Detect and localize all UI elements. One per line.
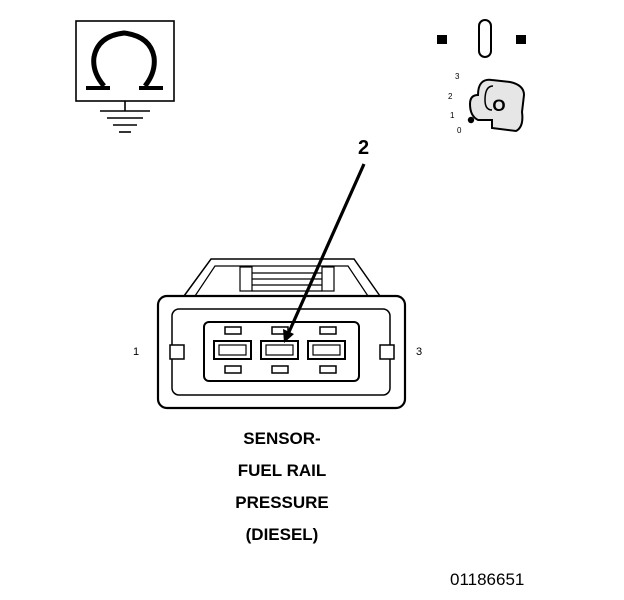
connector-lock-left <box>169 344 185 360</box>
three-pin-connector <box>156 258 407 410</box>
ignition-key-body <box>468 78 526 133</box>
caption-line-3: PRESSURE <box>235 493 329 512</box>
terminal-3 <box>307 326 346 374</box>
connector-shell <box>156 294 407 410</box>
terminal-2 <box>260 326 299 374</box>
callout-leader <box>283 163 366 343</box>
figure-number: 01186651 <box>450 570 525 589</box>
ohmmeter-ground-icon <box>75 20 175 133</box>
ignition-contact-left <box>437 35 447 44</box>
ignition-switch-contact <box>478 19 492 58</box>
ignition-pos-3: 3 <box>455 72 460 81</box>
pin-label-left: 1 <box>133 346 140 358</box>
ignition-switch-icon: 3 2 1 0 O <box>437 19 526 135</box>
terminal-1 <box>213 326 252 374</box>
callout-number: 2 <box>358 137 370 159</box>
caption-line-4: (DIESEL) <box>245 525 319 544</box>
ignition-pos-0: 0 <box>457 126 462 135</box>
caption-line-2: FUEL RAIL <box>237 461 327 480</box>
caption-line-1: SENSOR- <box>243 429 321 448</box>
connector-cavity <box>203 321 360 382</box>
ignition-key-letter: O <box>492 96 505 115</box>
pin-label-right: 3 <box>416 346 423 358</box>
ignition-pos-1: 1 <box>450 111 455 120</box>
connector-latch <box>183 258 381 297</box>
connector-lock-right <box>379 344 395 360</box>
ignition-position-marker <box>467 116 475 124</box>
ignition-pos-2: 2 <box>448 92 453 101</box>
ignition-contact-right <box>516 35 526 44</box>
